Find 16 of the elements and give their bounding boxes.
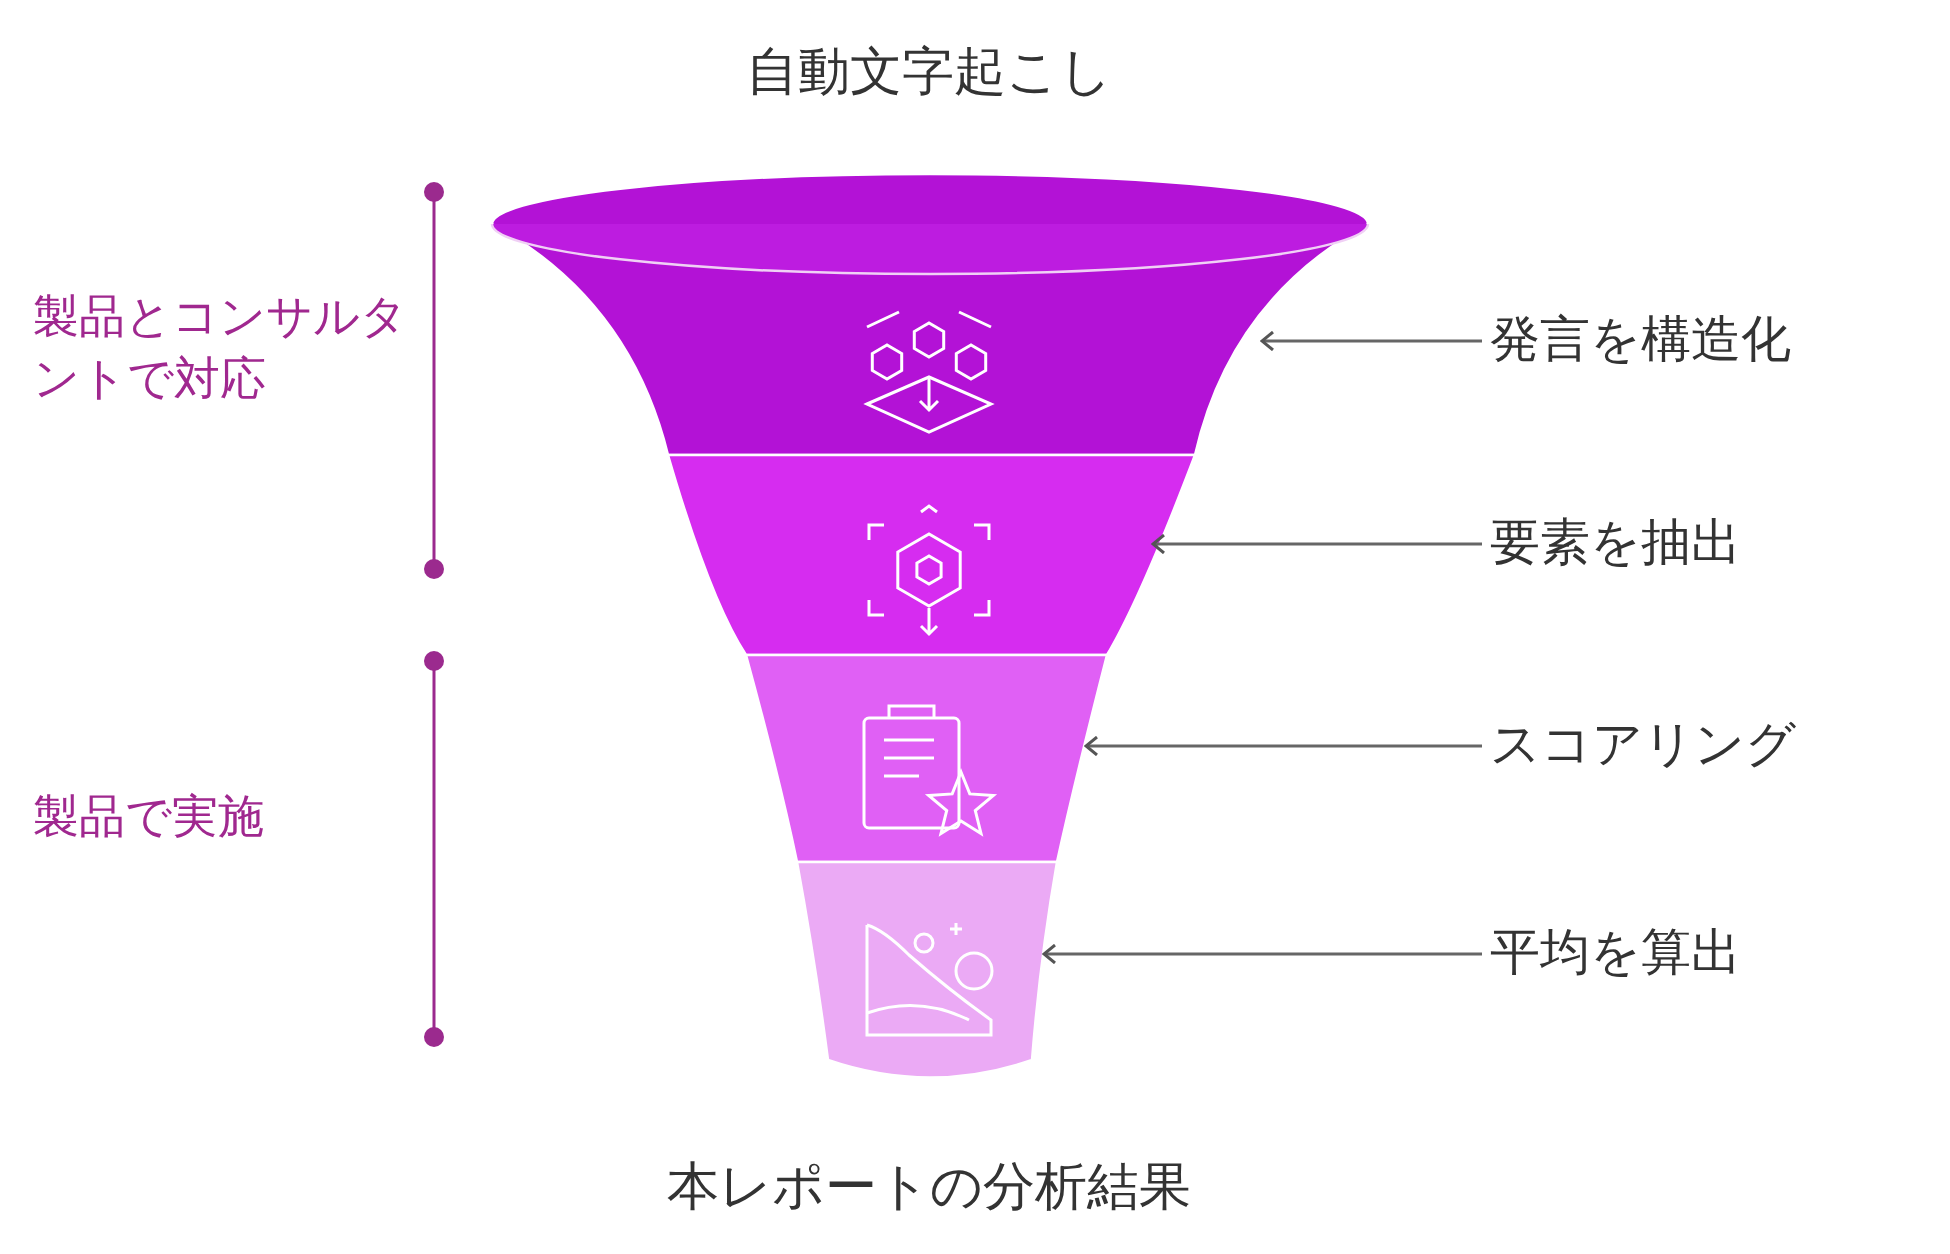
step-label: 発言を構造化 bbox=[1490, 309, 1791, 369]
arrow bbox=[1260, 330, 1482, 352]
arrow bbox=[1084, 735, 1482, 757]
caption: 本レポートの分析結果 bbox=[666, 1155, 1192, 1218]
funnel-stage bbox=[492, 174, 1368, 455]
title: 自動文字起こし bbox=[745, 40, 1113, 103]
arrow bbox=[1151, 533, 1482, 555]
funnel-stage bbox=[797, 862, 1057, 1078]
step-label: 平均を算出 bbox=[1490, 922, 1741, 982]
arrow bbox=[1042, 943, 1482, 965]
step-label: 要素を抽出 bbox=[1490, 512, 1741, 572]
funnel-stage bbox=[668, 455, 1195, 655]
step-label: スコアリング bbox=[1490, 714, 1796, 774]
bracket-label: 製品とコンサルタントで対応 bbox=[33, 288, 408, 408]
funnel-stage bbox=[746, 655, 1107, 862]
bracket-label: 製品で実施 bbox=[33, 788, 265, 845]
